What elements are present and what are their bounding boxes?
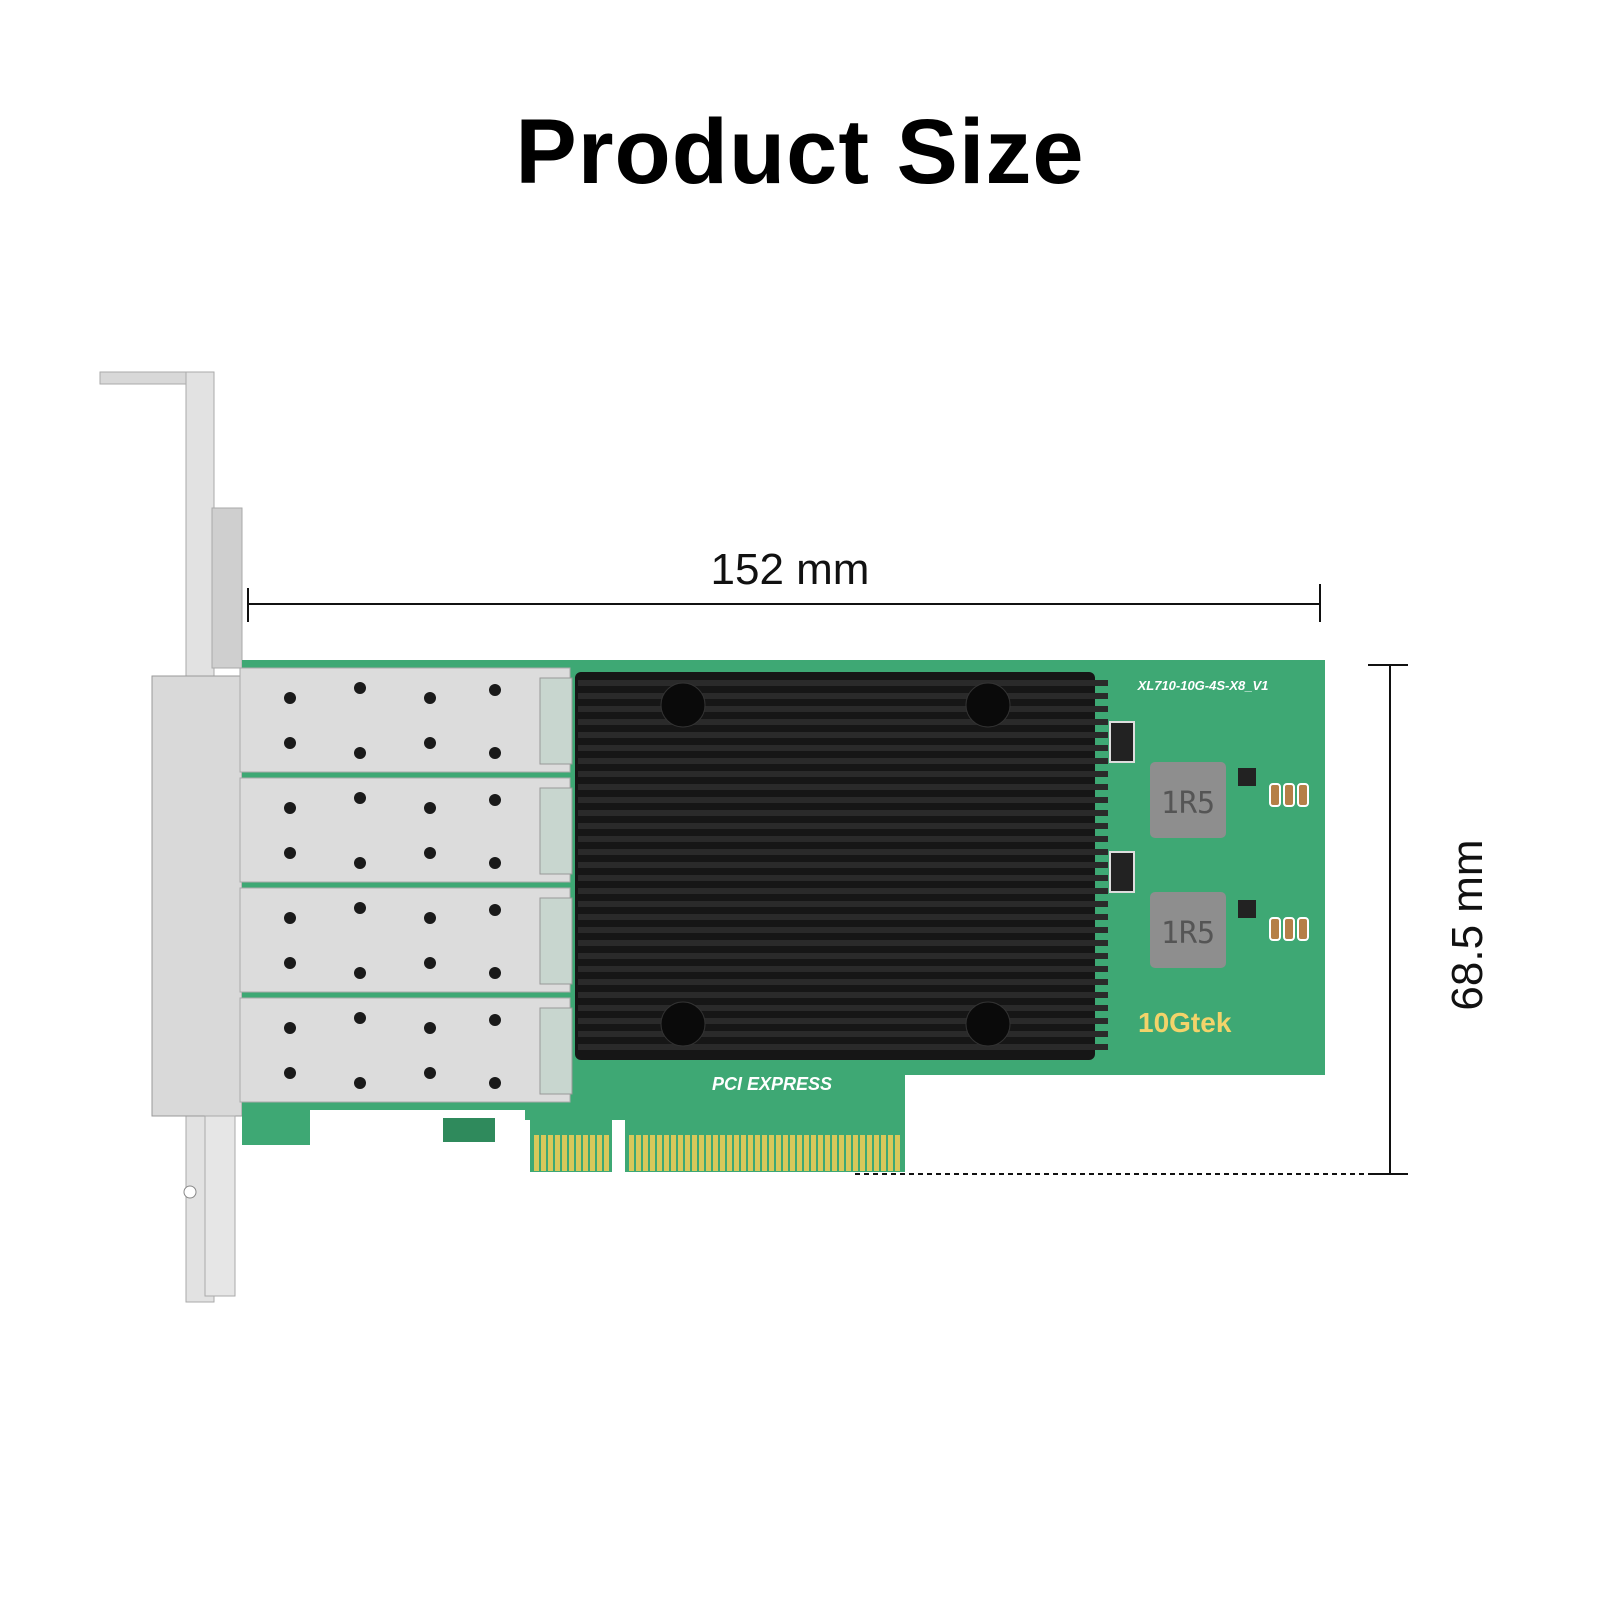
sfp-port-cage — [239, 777, 571, 883]
inductor-fb1 — [1150, 892, 1226, 968]
heatsink-fin — [578, 888, 1108, 894]
heatsink-fin — [578, 784, 1108, 790]
heatsink-fin — [578, 1005, 1108, 1011]
board-model-label: XL710-10G-4S-X8_V1 — [1137, 678, 1269, 693]
pci-express-logo: PCI EXPRESS — [712, 1074, 832, 1094]
heatsink-fin — [578, 940, 1108, 946]
heatsink-fin — [578, 1044, 1108, 1050]
pci-bracket — [99, 371, 243, 1303]
heatsink-screw — [660, 682, 706, 728]
heatsink-fin — [578, 771, 1108, 777]
sfp-port-cage — [239, 997, 571, 1103]
heatsink-fin — [578, 823, 1108, 829]
height-dimension-line — [855, 664, 1408, 1175]
gold-fingers — [530, 1120, 905, 1172]
heatsink-fin — [578, 901, 1108, 907]
heatsink-fin — [578, 680, 1108, 686]
length-label: 152 mm — [710, 545, 870, 594]
heatsink-fin — [578, 966, 1108, 972]
inductor-fb2 — [1150, 762, 1226, 838]
sfp-port-cage — [239, 667, 571, 773]
heatsink-screw — [965, 1001, 1011, 1047]
heatsink-screw — [965, 682, 1011, 728]
heatsink-fin — [578, 810, 1108, 816]
heatsink-fin — [578, 979, 1108, 985]
heatsink-fin — [578, 927, 1108, 933]
heatsink-fin — [578, 849, 1108, 855]
heatsink-fin — [578, 1031, 1108, 1037]
heatsink-fin — [578, 693, 1108, 699]
height-label: 68.5 mm — [1443, 839, 1492, 1011]
heatsink-fin — [578, 836, 1108, 842]
page-title: Product Size — [515, 101, 1085, 203]
heatsink-fin — [578, 992, 1108, 998]
length-dimension-line — [247, 584, 1321, 622]
heatsink-fin — [578, 797, 1108, 803]
sfp-cages — [239, 667, 573, 1103]
brand-logo: 10Gtek — [1138, 1007, 1232, 1038]
heatsink-fin — [578, 732, 1108, 738]
heatsink-fin — [578, 953, 1108, 959]
heatsink-fin — [578, 719, 1108, 725]
heatsink-fin — [578, 706, 1108, 712]
inductor-marking: 1R5 — [1161, 786, 1215, 821]
heatsink-fin — [578, 1018, 1108, 1024]
inductor-marking: 1R5 — [1161, 916, 1215, 951]
heatsink-fin — [578, 862, 1108, 868]
heatsink-fin — [578, 914, 1108, 920]
heatsink-screw — [660, 1001, 706, 1047]
power-components — [1109, 721, 1309, 968]
heatsink-fin — [578, 875, 1108, 881]
heatsink-fin — [578, 758, 1108, 764]
heatsink — [575, 672, 1108, 1060]
sfp-port-cage — [239, 887, 571, 993]
heatsink-fin — [578, 745, 1108, 751]
